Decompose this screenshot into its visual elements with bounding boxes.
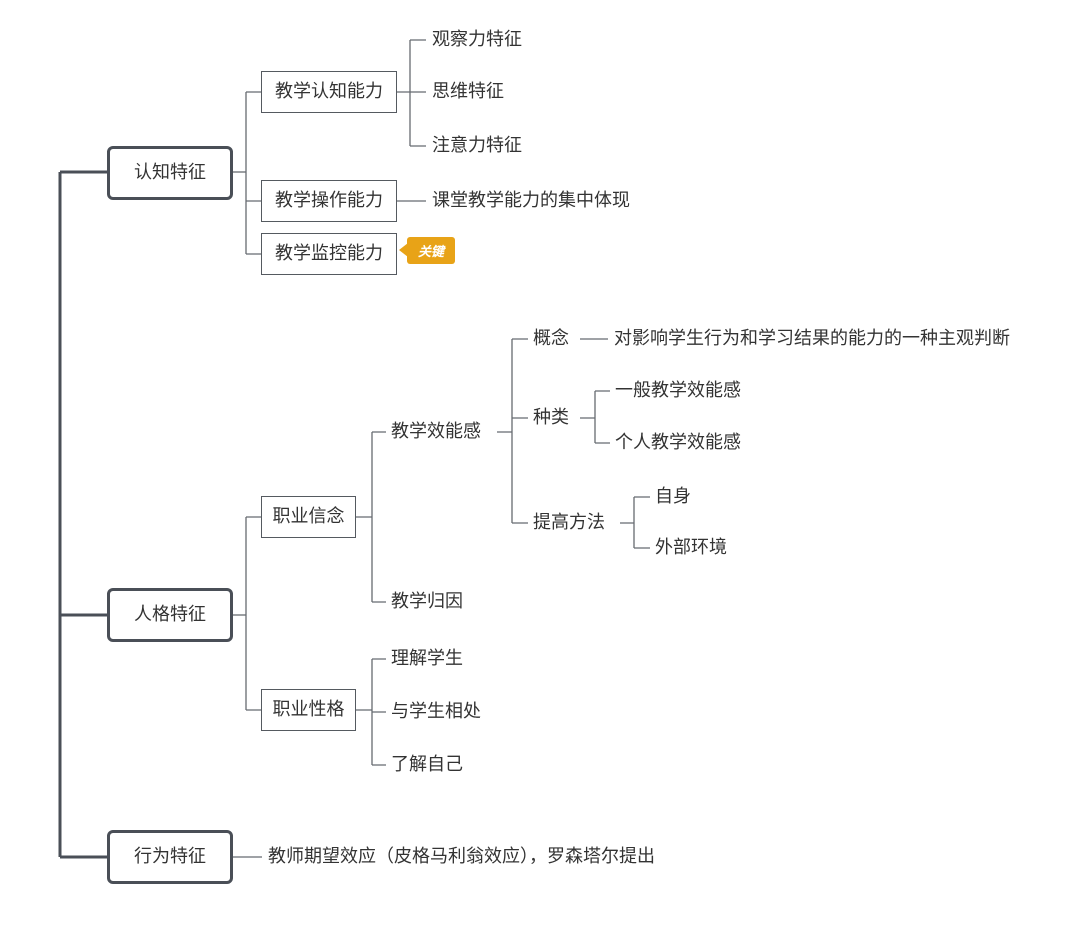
node-concept-detail[interactable]: 对影响学生行为和学习结果的能力的一种主观判断: [614, 330, 1010, 348]
node-attention[interactable]: 注意力特征: [432, 137, 522, 155]
node-behavior-detail-label: 教师期望效应（皮格马利翁效应），罗森塔尔提出: [268, 846, 655, 867]
node-teaching-monitoring[interactable]: 教学监控能力: [261, 233, 397, 275]
node-efficacy[interactable]: 教学效能感: [391, 423, 481, 441]
node-personal-efficacy-label: 个人教学效能感: [615, 432, 741, 453]
node-character-label: 职业性格: [272, 699, 345, 720]
node-concept[interactable]: 概念: [533, 330, 569, 348]
node-observation-label: 观察力特征: [432, 29, 522, 50]
node-attribution-label: 教学归因: [391, 591, 463, 612]
node-belief-label: 职业信念: [272, 506, 345, 527]
node-environment[interactable]: 外部环境: [655, 539, 727, 557]
node-know-self[interactable]: 了解自己: [391, 756, 463, 774]
node-personal-efficacy[interactable]: 个人教学效能感: [615, 434, 741, 452]
node-self[interactable]: 自身: [655, 488, 691, 506]
node-operation-detail-label: 课堂教学能力的集中体现: [432, 190, 630, 211]
node-personality[interactable]: 人格特征: [107, 588, 233, 642]
node-understand-students[interactable]: 理解学生: [391, 650, 463, 668]
node-know-self-label: 了解自己: [391, 754, 463, 775]
node-types-label: 种类: [533, 407, 569, 428]
node-concept-detail-label: 对影响学生行为和学习结果的能力的一种主观判断: [614, 328, 1010, 349]
key-tag-badge: 关键: [407, 237, 455, 264]
node-teaching-cognition[interactable]: 教学认知能力: [261, 71, 397, 113]
node-cognitive-label: 认知特征: [134, 162, 206, 183]
node-cognitive[interactable]: 认知特征: [107, 146, 233, 200]
node-teaching-monitoring-label: 教学监控能力: [275, 243, 383, 264]
node-behavior-label: 行为特征: [134, 846, 206, 867]
node-teaching-cognition-label: 教学认知能力: [275, 81, 383, 102]
node-improve[interactable]: 提高方法: [533, 514, 605, 532]
node-operation-detail[interactable]: 课堂教学能力的集中体现: [432, 192, 630, 210]
node-attention-label: 注意力特征: [432, 135, 522, 156]
node-thinking[interactable]: 思维特征: [432, 83, 504, 101]
node-thinking-label: 思维特征: [432, 81, 504, 102]
node-teaching-operation[interactable]: 教学操作能力: [261, 180, 397, 222]
node-environment-label: 外部环境: [655, 537, 727, 558]
node-understand-students-label: 理解学生: [391, 648, 463, 669]
node-get-along-label: 与学生相处: [391, 701, 481, 722]
key-tag-label: 关键: [417, 245, 444, 260]
node-personality-label: 人格特征: [134, 604, 206, 625]
node-types[interactable]: 种类: [533, 409, 569, 427]
node-self-label: 自身: [655, 486, 691, 507]
node-general-efficacy[interactable]: 一般教学效能感: [615, 382, 741, 400]
node-behavior-detail[interactable]: 教师期望效应（皮格马利翁效应），罗森塔尔提出: [268, 848, 655, 866]
node-attribution[interactable]: 教学归因: [391, 593, 463, 611]
node-efficacy-label: 教学效能感: [391, 421, 481, 442]
node-general-efficacy-label: 一般教学效能感: [615, 380, 741, 401]
node-observation[interactable]: 观察力特征: [432, 31, 522, 49]
node-teaching-operation-label: 教学操作能力: [275, 190, 383, 211]
node-behavior[interactable]: 行为特征: [107, 830, 233, 884]
node-get-along[interactable]: 与学生相处: [391, 703, 481, 721]
node-belief[interactable]: 职业信念: [261, 496, 356, 538]
tag-pointer-icon: [399, 243, 408, 257]
node-character[interactable]: 职业性格: [261, 689, 356, 731]
node-improve-label: 提高方法: [533, 512, 605, 533]
node-concept-label: 概念: [533, 328, 569, 349]
